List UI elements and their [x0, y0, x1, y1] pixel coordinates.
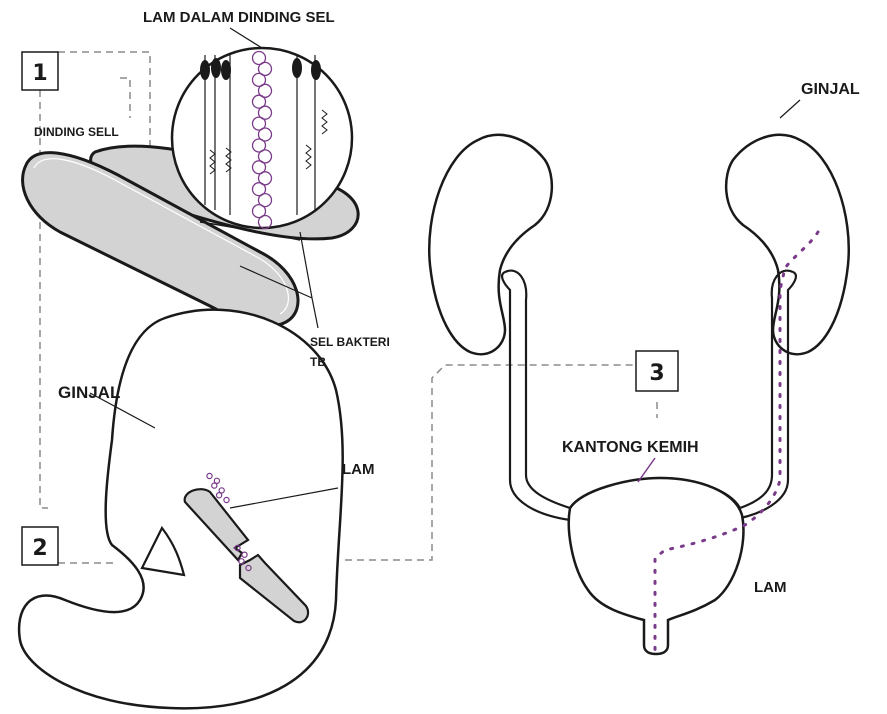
- bacteria-label-line2: TB: [310, 355, 326, 369]
- lipid-head-2: [211, 58, 221, 78]
- lipid-head-4: [292, 58, 302, 78]
- lam-wall-title-label: LAM DALAM DINDING SEL: [143, 9, 335, 26]
- kidney-outline-upper-left: [429, 135, 552, 354]
- bacteria-pointer-2: [300, 232, 312, 298]
- step-box-2: 2: [22, 527, 58, 565]
- step-number-3: 3: [649, 361, 664, 386]
- kidney-outline-left: [19, 310, 343, 709]
- bacteria-pointer-stem: [312, 298, 318, 328]
- step-number-1: 1: [32, 61, 47, 86]
- lam-urine-label: LAM: [754, 579, 787, 596]
- magnified-cell-wall: [172, 28, 352, 229]
- bacteria-label-line1: SEL BAKTERI: [310, 335, 390, 349]
- connector-box1-inner: [120, 78, 130, 118]
- kidney-right-pointer: [780, 100, 800, 118]
- kidney-left-label: GINJAL: [58, 383, 120, 402]
- cell-wall-label: DINDING SELL: [34, 125, 119, 139]
- left-kidney: [19, 310, 343, 709]
- lipid-head-5: [311, 60, 321, 80]
- bladder-label: KANTONG KEMIH: [562, 439, 699, 456]
- lam-title-pointer: [230, 28, 262, 48]
- step-number-2: 2: [32, 536, 47, 561]
- lam-kidney-label: LAM: [342, 461, 375, 478]
- step-box-1: 1: [22, 52, 58, 90]
- step-box-3: 3: [636, 351, 678, 391]
- lipid-head-1: [200, 60, 210, 80]
- lipid-head-3: [221, 60, 231, 80]
- kidney-right-label: GINJAL: [801, 81, 860, 98]
